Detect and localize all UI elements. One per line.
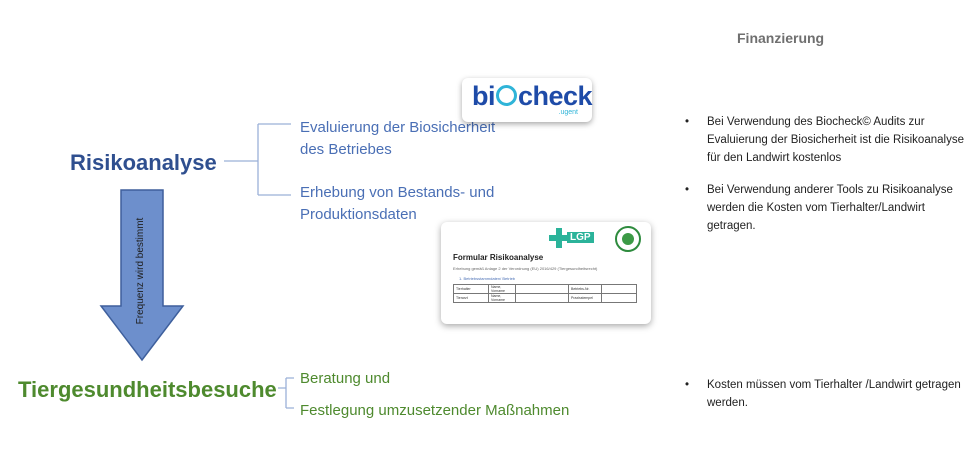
clover-seal-icon bbox=[615, 226, 641, 252]
tiergesundheitsbesuche-title: Tiergesundheitsbesuche bbox=[18, 377, 277, 402]
table-cell: Name, Vorname bbox=[488, 284, 516, 294]
form-preview: LGP Formular Risikoanalyse Erhebung gemä… bbox=[441, 222, 651, 324]
table-cell bbox=[515, 293, 569, 303]
financing-bullet: • Kosten müssen vom Tierhalter /Landwirt… bbox=[685, 376, 975, 412]
table-cell bbox=[601, 293, 637, 303]
table-cell bbox=[515, 284, 569, 294]
bullet-dot-icon: • bbox=[685, 184, 690, 196]
form-title: Formular Risikoanalyse bbox=[453, 253, 544, 262]
table-row: Tierarzt Name, Vorname Praxisstempel bbox=[453, 293, 637, 303]
table-cell: Name, Vorname bbox=[488, 293, 516, 303]
table-cell bbox=[601, 284, 637, 294]
table-cell: Betriebs-Nr. bbox=[568, 284, 602, 294]
form-section: 1. Betriebsstammdaten/ Betrieb bbox=[459, 276, 516, 281]
magnifier-icon bbox=[496, 85, 517, 106]
visit-item-beratung: Beratung und bbox=[300, 370, 391, 387]
financing-bullet-text: Bei Verwendung des Biocheck© Audits zur … bbox=[707, 116, 964, 164]
risikoanalyse-title: Risikoanalyse bbox=[70, 150, 217, 175]
risk-item-biosicherheit: Evaluierung der Biosicherheit des Betrie… bbox=[300, 117, 510, 161]
table-row: Tierhalter Name, Vorname Betriebs-Nr. bbox=[453, 284, 637, 294]
risk-item-text: Erhebung von Bestands- und Produktionsda… bbox=[300, 184, 495, 223]
risk-item-bestandsdaten: Erhebung von Bestands- und Produktionsda… bbox=[300, 182, 520, 226]
lgp-logo: LGP bbox=[567, 232, 594, 243]
form-subtitle: Erhebung gemäß Anlage 2 der Verordnung (… bbox=[453, 266, 598, 271]
financing-title: Finanzierung bbox=[737, 30, 825, 46]
lgp-cross-icon bbox=[549, 228, 569, 248]
financing-bullet: • Bei Verwendung anderer Tools zu Risiko… bbox=[685, 181, 975, 235]
financing-bullets-top: • Bei Verwendung des Biocheck© Audits zu… bbox=[685, 113, 975, 249]
arrow-label: Frequenz wird bestimmt bbox=[135, 217, 146, 325]
bullet-dot-icon: • bbox=[685, 379, 690, 391]
form-table: Tierhalter Name, Vorname Betriebs-Nr. Ti… bbox=[453, 284, 637, 303]
table-cell: Tierarzt bbox=[453, 293, 489, 303]
financing-bullet-text: Kosten müssen vom Tierhalter /Landwirt g… bbox=[707, 379, 961, 409]
biocheck-text-left: bi bbox=[472, 81, 496, 111]
frequency-arrow bbox=[99, 189, 185, 362]
financing-bullets-bottom: • Kosten müssen vom Tierhalter /Landwirt… bbox=[685, 376, 975, 426]
table-cell: Tierhalter bbox=[453, 284, 489, 294]
financing-bullet: • Bei Verwendung des Biocheck© Audits zu… bbox=[685, 113, 975, 167]
risk-item-text: Evaluierung der Biosicherheit des Betrie… bbox=[300, 119, 496, 158]
biocheck-text-right: check bbox=[518, 81, 593, 111]
financing-bullet-text: Bei Verwendung anderer Tools zu Risikoan… bbox=[707, 184, 953, 232]
biocheck-sub: .ugent bbox=[558, 109, 578, 116]
table-cell: Praxisstempel bbox=[568, 293, 602, 303]
visit-item-massnahmen: Festlegung umzusetzender Maßnahmen bbox=[300, 402, 570, 419]
bullet-dot-icon: • bbox=[685, 116, 690, 128]
